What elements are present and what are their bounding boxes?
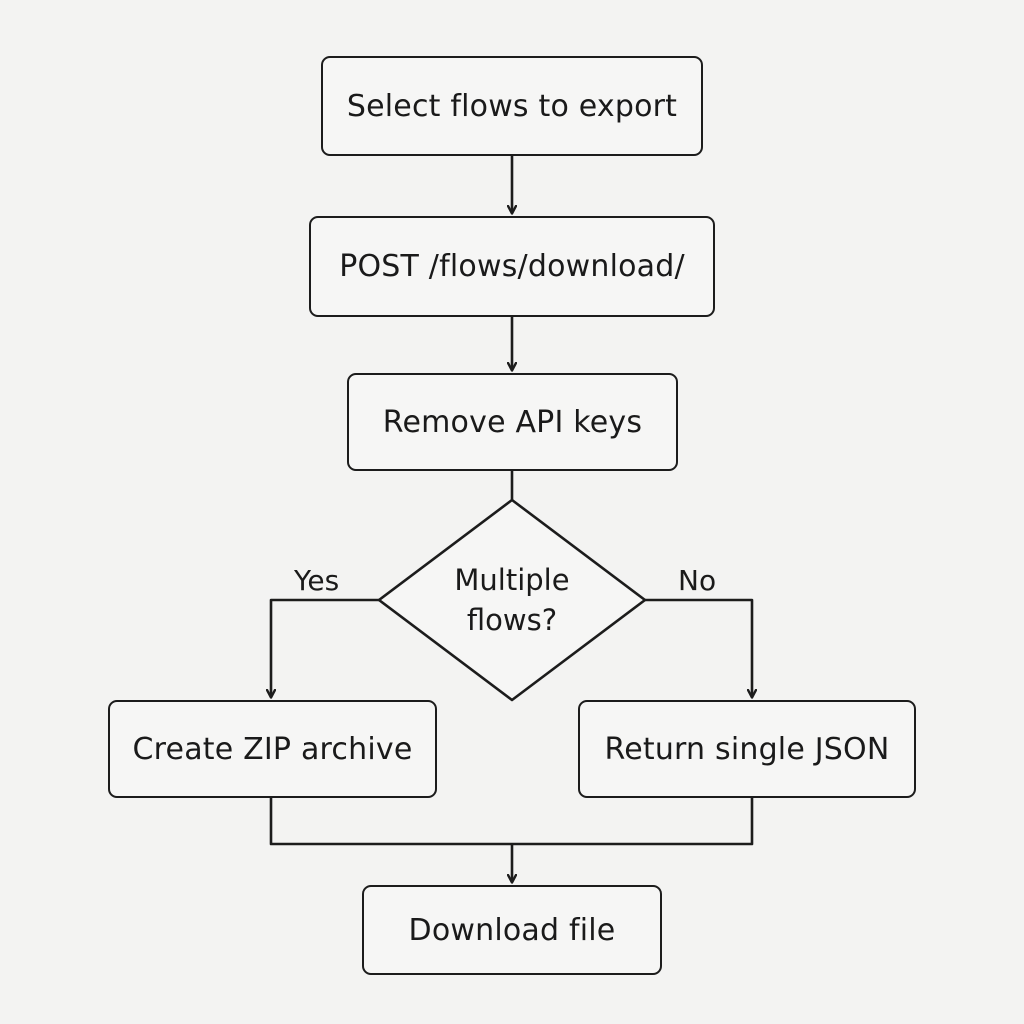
line-merge <box>269 798 754 846</box>
step-select-flows-label: Select flows to export <box>346 88 678 124</box>
decision-label-line2: flows? <box>466 603 558 637</box>
arrow-yes-branch <box>271 598 379 697</box>
decision-label-line1: Multiple <box>454 563 570 597</box>
step-select-flows: Select flows to export <box>321 56 703 156</box>
decision-multiple-flows: Multiple flows? <box>412 556 612 644</box>
step-create-zip-label: Create ZIP archive <box>132 731 413 767</box>
step-download-file: Download file <box>362 885 662 975</box>
step-remove-api-keys: Remove API keys <box>347 373 678 471</box>
arrow-no-branch <box>645 598 752 697</box>
step-post-download-label: POST /flows/download/ <box>339 249 685 284</box>
decision-diamond <box>377 498 647 702</box>
step-return-json-label: Return single JSON <box>604 731 890 767</box>
step-return-json: Return single JSON <box>578 700 916 798</box>
step-remove-api-keys-label: Remove API keys <box>382 404 643 440</box>
branch-label-yes: Yes <box>294 564 340 597</box>
step-create-zip: Create ZIP archive <box>108 700 437 798</box>
branch-label-no: No <box>678 564 717 597</box>
step-post-download: POST /flows/download/ <box>309 216 715 317</box>
step-download-file-label: Download file <box>408 912 616 948</box>
